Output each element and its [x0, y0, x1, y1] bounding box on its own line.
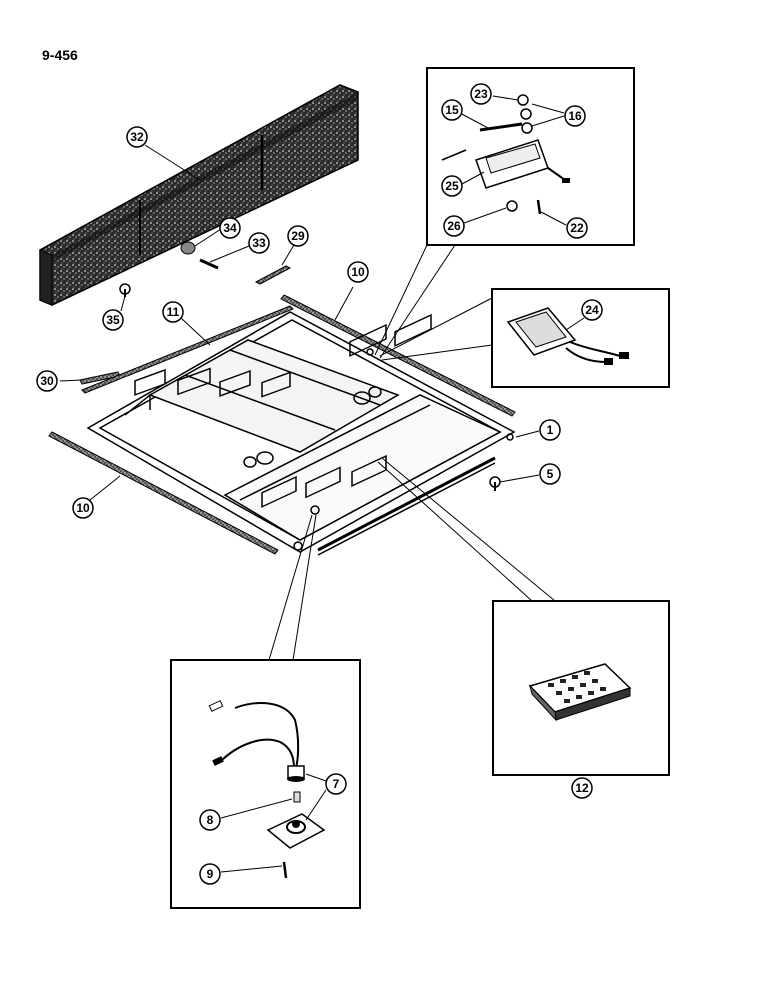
svg-text:10: 10: [76, 501, 90, 515]
screw-5: [489, 476, 501, 491]
svg-text:15: 15: [445, 103, 459, 117]
callout-10-top: 10: [347, 261, 369, 283]
callout-1: 1: [539, 419, 561, 441]
detail-box-courtesy-lamp: 24: [379, 288, 670, 388]
callout-10-bottom: 10: [72, 497, 94, 519]
svg-text:1: 1: [547, 423, 554, 437]
callout-11: 11: [162, 301, 184, 323]
callout-23: 23: [470, 83, 492, 105]
svg-text:32: 32: [130, 130, 144, 144]
svg-text:24: 24: [585, 303, 599, 317]
svg-text:35: 35: [106, 313, 120, 327]
callout-22: 22: [566, 217, 588, 239]
svg-text:16: 16: [568, 109, 582, 123]
svg-text:23: 23: [474, 87, 488, 101]
svg-text:10: 10: [351, 265, 365, 279]
headliner-panel: [86, 311, 516, 556]
page-number: 9-456: [42, 47, 78, 63]
svg-text:7: 7: [333, 777, 340, 791]
callout-26: 26: [443, 215, 465, 237]
callout-25: 25: [441, 175, 463, 197]
callout-35: 35: [102, 309, 124, 331]
callout-8: 8: [199, 809, 221, 831]
strip-29: [254, 265, 292, 285]
clip-34: [180, 241, 196, 255]
svg-text:29: 29: [291, 229, 305, 243]
detail-box-fuse-block: 12: [377, 457, 670, 799]
callout-30: 30: [36, 370, 58, 392]
svg-text:25: 25: [445, 179, 459, 193]
callout-32: 32: [126, 126, 148, 148]
seal-strip-11: [81, 305, 294, 394]
callout-34: 34: [219, 217, 241, 239]
callout-29: 29: [287, 225, 309, 247]
callout-9: 9: [199, 863, 221, 885]
callout-15: 15: [441, 99, 463, 121]
callout-33: 33: [248, 232, 270, 254]
svg-text:12: 12: [575, 781, 589, 795]
callout-5: 5: [539, 463, 561, 485]
svg-text:22: 22: [570, 221, 584, 235]
svg-text:30: 30: [40, 374, 54, 388]
detail-box-switch: 7 8 9: [170, 514, 361, 909]
callout-24: 24: [581, 299, 603, 321]
callout-7: 7: [325, 773, 347, 795]
leader-lines: [59, 144, 540, 501]
svg-text:5: 5: [547, 467, 554, 481]
callout-12: 12: [571, 777, 593, 799]
callout-16: 16: [564, 105, 586, 127]
svg-text:8: 8: [207, 813, 214, 827]
svg-text:26: 26: [447, 219, 461, 233]
svg-text:9: 9: [207, 867, 214, 881]
screw-33: [199, 258, 219, 270]
svg-text:11: 11: [167, 305, 180, 319]
seal-strip-10-right: [280, 294, 516, 417]
headliner-trim-bar: [39, 84, 359, 306]
seal-strip-10-left: [48, 431, 279, 555]
svg-text:34: 34: [223, 221, 237, 235]
screw-35: [119, 283, 131, 297]
svg-text:33: 33: [252, 236, 266, 250]
detail-box-dome-lamp: 23 16 15 25 26 22: [374, 67, 635, 359]
